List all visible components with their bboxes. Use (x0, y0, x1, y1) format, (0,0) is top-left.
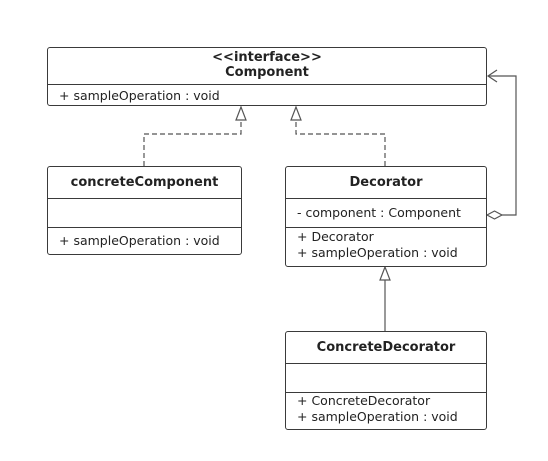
operation: + sampleOperation : void (59, 233, 220, 248)
operation: + sampleOperation : void (297, 245, 458, 260)
class-name: concreteComponent (70, 175, 219, 190)
class-name: Component (225, 65, 309, 80)
aggregation-line (488, 75, 517, 216)
decorator-class[interactable]: Decorator - component : Component + Deco… (285, 166, 487, 267)
aggregation-arrowhead (486, 69, 498, 83)
attribute: - component : Component (297, 205, 461, 220)
realization-concrete-component (143, 110, 242, 166)
operation: + Decorator (297, 229, 374, 244)
generalization-arrowhead (379, 265, 391, 281)
attributes-section (286, 363, 486, 392)
realization-decorator (295, 110, 386, 166)
class-name: Decorator (349, 175, 423, 190)
aggregation-diamond (485, 210, 504, 220)
operation: + sampleOperation : void (59, 88, 220, 103)
operation: + sampleOperation : void (297, 409, 458, 424)
concrete-decorator-class[interactable]: ConcreteDecorator + ConcreteDecorator + … (285, 331, 487, 430)
concrete-component-class[interactable]: concreteComponent + sampleOperation : vo… (47, 166, 242, 255)
attributes-section (48, 198, 241, 227)
component-class[interactable]: <<interface>> Component + sampleOperatio… (47, 47, 487, 106)
stereotype-label: <<interface>> (212, 50, 322, 65)
realization-arrowhead-right (290, 105, 302, 121)
operation: + ConcreteDecorator (297, 393, 431, 408)
realization-arrowhead-left (235, 105, 247, 121)
class-name: ConcreteDecorator (316, 340, 456, 355)
